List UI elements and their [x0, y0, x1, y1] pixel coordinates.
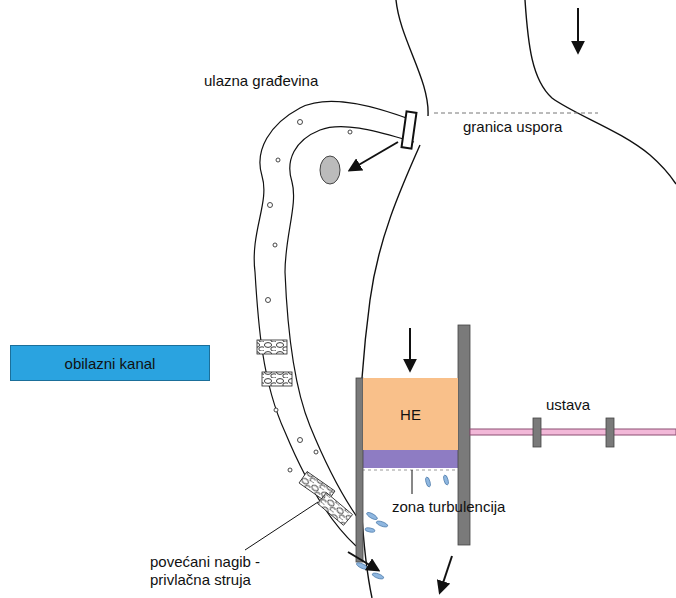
weir-pier: [533, 418, 541, 447]
intake-label: ulazna građevina: [204, 72, 318, 90]
pool: [320, 156, 340, 184]
flow-arrow: [440, 556, 452, 592]
backwater-limit-label: granica uspora: [463, 118, 562, 136]
leader-line: [245, 502, 318, 550]
rock-ramp: [317, 493, 352, 526]
backwater-limit-line: [434, 113, 598, 114]
wall: [356, 378, 363, 562]
tailwater-line: [362, 470, 458, 471]
legend-box: obilazni kanal: [10, 345, 210, 381]
weir-line: [470, 429, 676, 435]
mark-line: [412, 470, 413, 494]
flow-arrow: [350, 142, 398, 170]
stones: [266, 120, 353, 473]
river-bank: [359, 145, 420, 598]
turbulence-label: zona turbulencija: [392, 498, 505, 516]
intake-structure: [402, 111, 417, 148]
flow-arrow: [577, 8, 579, 52]
box-text: obilazni kanal: [65, 355, 156, 372]
draft-tube: [362, 450, 458, 468]
river-bank: [525, 0, 676, 184]
bypass-channel-outline: [254, 101, 412, 546]
weir-label: ustava: [546, 396, 590, 414]
ramp-label: povećani nagib - privlačna struja: [150, 553, 278, 589]
rock-ramp: [257, 340, 287, 354]
flow-arrow: [409, 328, 411, 370]
weir-pier: [606, 418, 614, 447]
river-bank: [396, 0, 428, 116]
rock-ramp: [262, 372, 292, 386]
flow-arrow: [348, 552, 378, 570]
box-text: HE: [400, 406, 421, 423]
power-plant-box: HE: [363, 378, 458, 450]
